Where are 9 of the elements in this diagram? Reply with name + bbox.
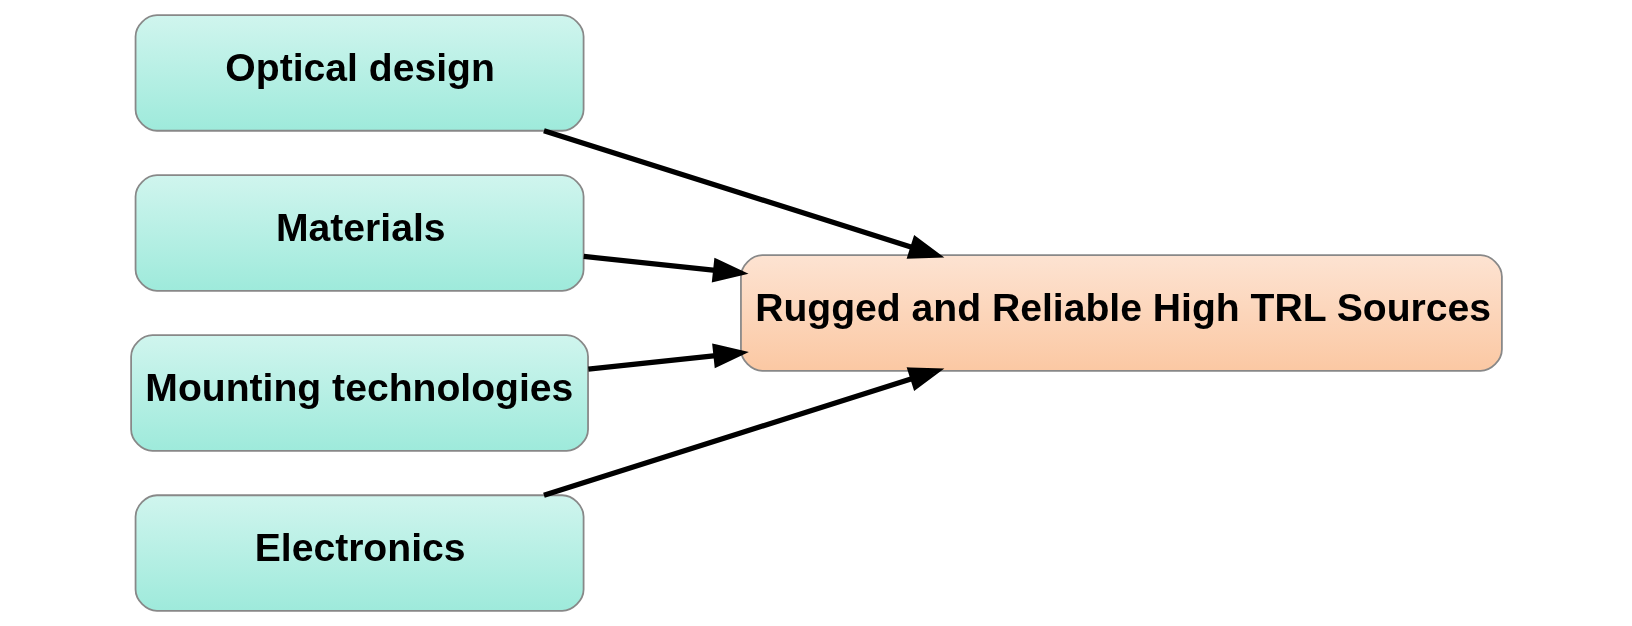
node-box: Electronics: [134, 494, 584, 612]
arrow: [582, 253, 748, 283]
node-box: Mounting technologies: [129, 334, 589, 452]
arrow: [542, 128, 944, 259]
node-box: Materials: [134, 174, 584, 292]
arrow: [542, 367, 944, 498]
node-box: Optical design: [134, 14, 584, 132]
arrow: [587, 343, 749, 372]
node-box: Rugged and Reliable High TRL Sources: [739, 254, 1503, 372]
